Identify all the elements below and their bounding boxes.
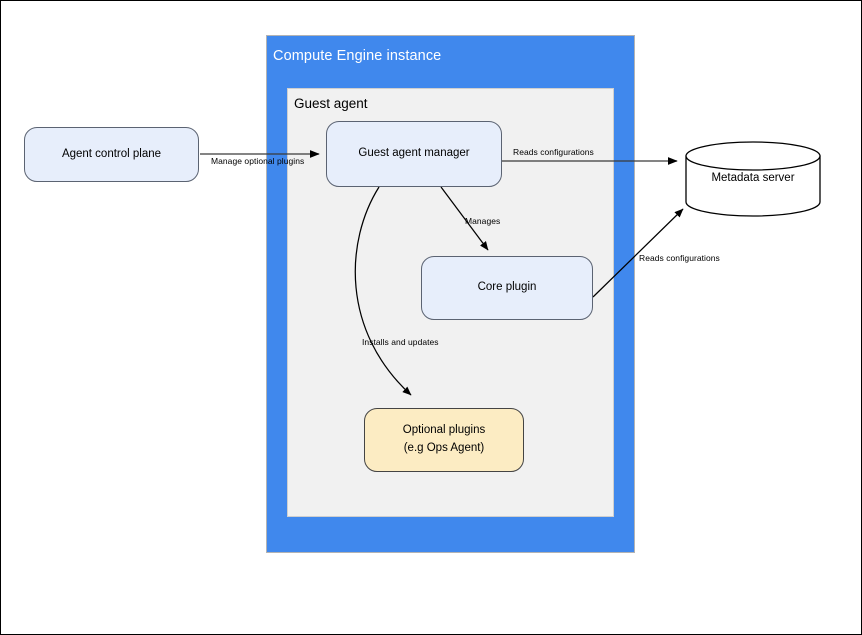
node-guest-agent-manager[interactable]: Guest agent manager [326, 121, 502, 187]
node-guest-agent-manager-label: Guest agent manager [358, 147, 470, 160]
node-metadata-server-label: Metadata server [711, 172, 795, 184]
node-core-plugin[interactable]: Core plugin [421, 256, 593, 320]
node-agent-control-plane[interactable]: Agent control plane [24, 127, 199, 182]
metadata-server-cylinder [685, 141, 821, 217]
node-core-plugin-label: Core plugin [477, 281, 537, 294]
edge-label-manages: Manages [465, 216, 501, 226]
node-optional-plugins-label-line2: (e.g Ops Agent) [403, 442, 485, 454]
compute-engine-instance-title: Compute Engine instance [273, 48, 442, 64]
edge-manages-core-plugin [440, 186, 489, 251]
edge-core-plugin-reads-configurations [592, 208, 684, 298]
edge-label-manager-reads-configurations: Reads configurations [513, 147, 594, 157]
edge-label-installs-and-updates: Installs and updates [362, 337, 439, 347]
edge-label-manage-optional-plugins: Manage optional plugins [211, 156, 305, 166]
edge-installs-and-updates [354, 186, 412, 396]
node-optional-plugins[interactable]: Optional plugins (e.g Ops Agent) [364, 408, 524, 472]
edge-label-core-plugin-reads-configurations: Reads configurations [639, 253, 720, 263]
node-agent-control-plane-label: Agent control plane [61, 147, 162, 160]
node-optional-plugins-label-line1: Optional plugins [402, 424, 486, 437]
guest-agent-title: Guest agent [294, 96, 368, 111]
